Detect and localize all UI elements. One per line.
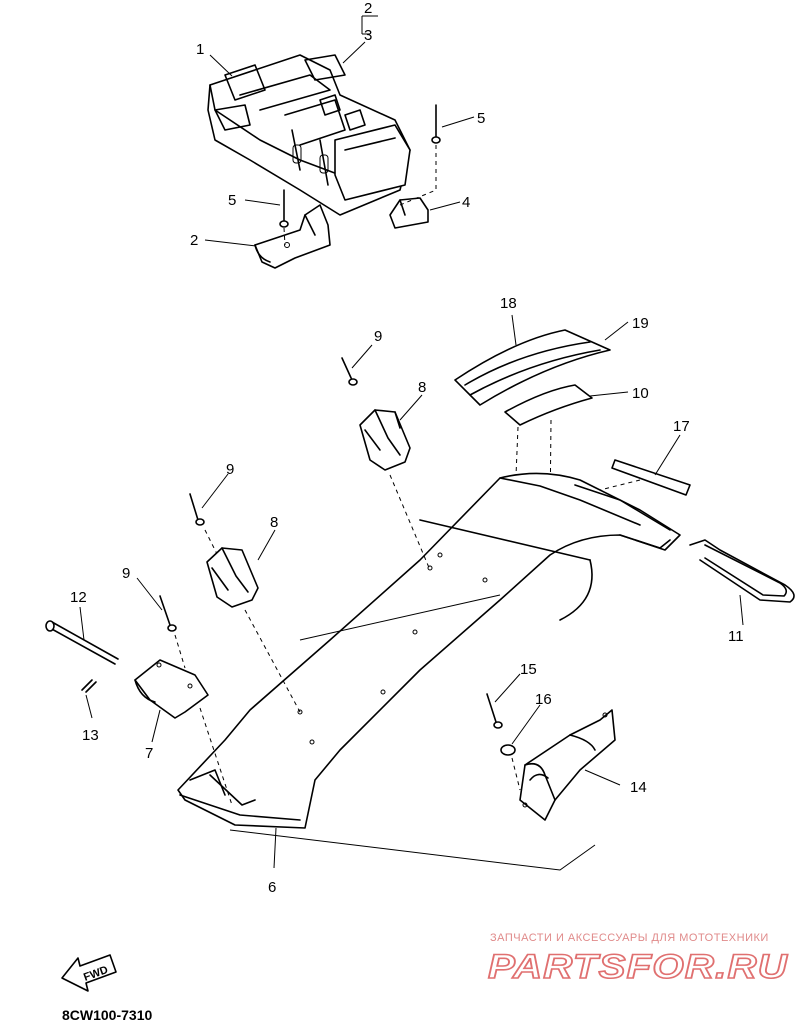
callout-numbers: 1 2 3 5 4 5 2 18 19 9 8 10 17 9 8 9 12 1… bbox=[70, 0, 744, 896]
callout-8-upper: 8 bbox=[418, 379, 426, 396]
callout-12: 12 bbox=[70, 589, 87, 606]
fwd-arrow: FWD bbox=[61, 954, 117, 992]
rivet-9-lower bbox=[159, 595, 186, 669]
diagram-code: 8CW100-7310 bbox=[62, 1007, 152, 1023]
callout-16: 16 bbox=[535, 691, 552, 708]
callout-2-lower: 2 bbox=[190, 232, 198, 249]
part-17-strip bbox=[611, 459, 691, 496]
callout-2-top: 2 bbox=[364, 0, 372, 17]
part-18-19-decals bbox=[454, 329, 611, 406]
callout-7: 7 bbox=[145, 745, 153, 762]
callout-3: 3 bbox=[364, 27, 372, 44]
part-8-upper-clip bbox=[359, 409, 411, 471]
callout-18: 18 bbox=[500, 295, 517, 312]
callout-5-lower: 5 bbox=[228, 192, 236, 209]
callout-13: 13 bbox=[82, 727, 99, 744]
callout-17: 17 bbox=[673, 418, 690, 435]
watermark-caption: ЗАПЧАСТИ И АКСЕССУАРЫ ДЛЯ МОТОТЕХНИКИ bbox=[490, 932, 769, 944]
part-14-bracket bbox=[519, 709, 616, 821]
part-7-hinge bbox=[134, 659, 209, 719]
part-4-clip bbox=[389, 197, 429, 229]
callout-8-lower: 8 bbox=[270, 514, 278, 531]
watermark: ЗАПЧАСТИ И АКСЕССУАРЫ ДЛЯ МОТОТЕХНИКИ PA… bbox=[487, 932, 789, 987]
part-11-rod bbox=[689, 539, 795, 603]
rivet-5-lower bbox=[279, 189, 289, 246]
callout-11: 11 bbox=[728, 628, 744, 645]
part-6-fender bbox=[177, 472, 681, 829]
part-13-cotter bbox=[81, 679, 97, 693]
rivet-9-upper bbox=[341, 357, 358, 386]
callout-4: 4 bbox=[462, 194, 470, 211]
part-10-decal bbox=[504, 384, 593, 426]
washer-16 bbox=[500, 744, 521, 791]
callout-6: 6 bbox=[268, 879, 276, 896]
rivet-15 bbox=[486, 693, 503, 729]
part-8-lower-clip bbox=[206, 547, 259, 608]
callout-9-middle: 9 bbox=[226, 461, 234, 478]
rivet-5-upper bbox=[399, 104, 441, 206]
callout-15: 15 bbox=[520, 661, 537, 678]
callout-14: 14 bbox=[630, 779, 647, 796]
callout-1: 1 bbox=[196, 41, 204, 58]
leader-lines bbox=[79, 15, 744, 869]
part-2-bracket bbox=[254, 204, 331, 269]
part-1-bag bbox=[207, 54, 411, 216]
callout-9-upper: 9 bbox=[374, 328, 382, 345]
callout-19: 19 bbox=[632, 315, 649, 332]
callout-5-upper: 5 bbox=[477, 110, 485, 127]
part-12-pin bbox=[45, 620, 119, 665]
callout-10: 10 bbox=[632, 385, 649, 402]
callout-9-lower: 9 bbox=[122, 565, 130, 582]
watermark-brand: PARTSFOR.RU bbox=[488, 948, 789, 986]
